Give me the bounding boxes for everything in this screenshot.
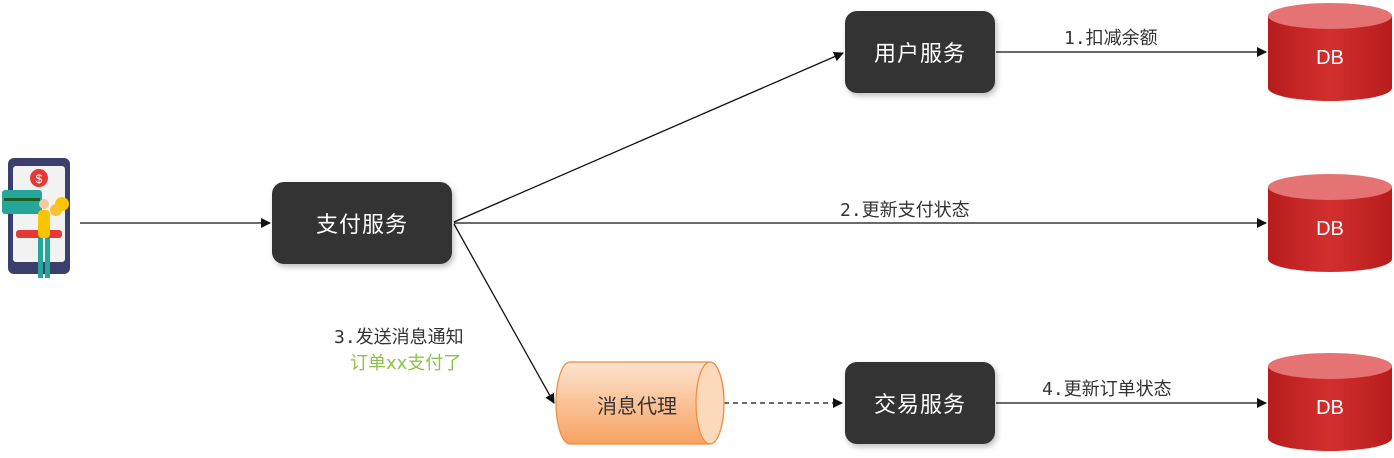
edge-payment-to-broker	[453, 223, 555, 404]
edge-label-deduct-balance: 1.扣减余额	[1064, 28, 1158, 49]
edge-label-send-message: 3.发送消息通知	[334, 327, 464, 348]
payment-service-node: 支付服务	[272, 182, 452, 264]
user-service-node: 用户服务	[845, 11, 995, 93]
trade-service-node: 交易服务	[845, 362, 995, 444]
edge-payment-to-user	[453, 52, 844, 223]
edge-label-message-content: 订单xx支付了	[350, 353, 462, 374]
db-3-label: DB	[1316, 397, 1344, 419]
db-2-label: DB	[1316, 218, 1344, 240]
mobile-payment-icon: $	[2, 158, 70, 278]
message-broker	[555, 361, 725, 445]
database-3	[1268, 353, 1392, 451]
edge-label-update-payment-status: 2.更新支付状态	[840, 200, 970, 221]
database-2	[1268, 174, 1392, 272]
edge-label-update-order-status: 4.更新订单状态	[1042, 379, 1172, 400]
db-1-label: DB	[1316, 47, 1344, 69]
message-broker-label: 消息代理	[597, 394, 677, 418]
svg-text:$: $	[36, 172, 43, 186]
database-1	[1268, 3, 1392, 101]
